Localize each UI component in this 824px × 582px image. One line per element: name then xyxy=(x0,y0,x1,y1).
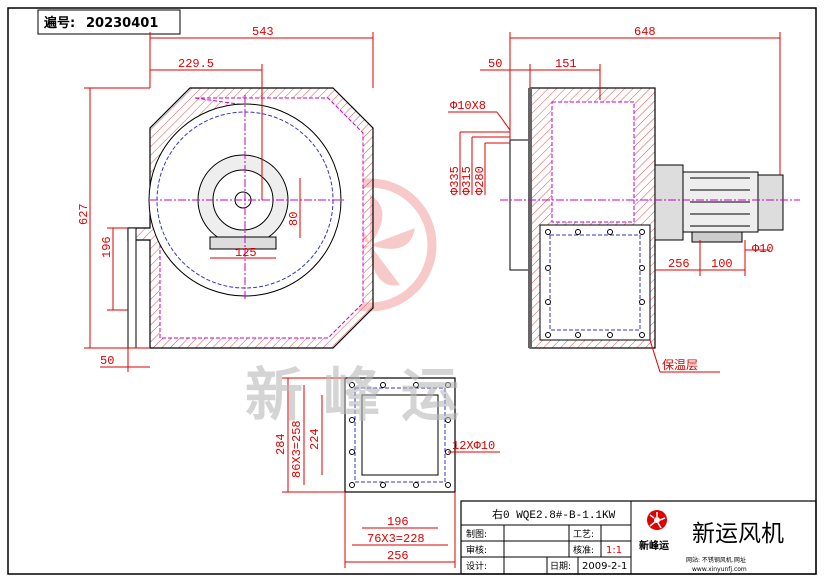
dim-holes: Φ10X8 xyxy=(450,99,486,113)
watermark-text: 新峰运 xyxy=(245,361,479,429)
dim-flange: 50 xyxy=(488,57,502,71)
scale: 1:1 xyxy=(606,545,622,556)
model-number: 右0 WQE2.8#-B-1.1KW xyxy=(492,507,616,522)
dim-256: 256 xyxy=(387,549,409,563)
checked-label: 审核: xyxy=(466,544,487,556)
dim-depth: 151 xyxy=(555,57,577,71)
process-label: 工艺: xyxy=(573,529,594,540)
front-view: 648 50 151 Φ10X8 Φ335 Φ315 Φ280 256 100 … xyxy=(448,25,800,373)
dim-flange: 50 xyxy=(100,354,114,368)
dim-outlet: 196 xyxy=(100,236,114,258)
drawing-border xyxy=(7,7,817,575)
dim-height: 627 xyxy=(77,203,91,225)
dim-d335: Φ335 xyxy=(448,166,462,195)
flange-view: 284 86X3=258 224 196 76X3=228 256 12XΦ10 xyxy=(274,377,500,568)
design-label: 设计: xyxy=(466,560,487,572)
date-label: 日期: xyxy=(550,561,571,572)
drawing-number-label: 遍号: xyxy=(43,15,75,31)
company-name: 新运风机 xyxy=(692,521,784,547)
approve-label: 核准: xyxy=(573,544,594,556)
dim-d280: Φ280 xyxy=(473,166,487,195)
company-logo xyxy=(647,510,667,530)
dim-overall-width: 543 xyxy=(252,25,274,39)
logo-text: 新峰运 xyxy=(639,539,669,552)
dim-d315: Φ315 xyxy=(460,166,474,195)
dim-overall-width: 648 xyxy=(634,25,656,39)
drawn-label: 制图: xyxy=(466,528,487,540)
dim-196: 196 xyxy=(387,515,409,529)
dim-offset: 229.5 xyxy=(178,57,214,71)
dim-258: 86X3=258 xyxy=(290,420,304,478)
dim-holes: 12XΦ10 xyxy=(452,439,495,453)
date: 2009-2-1 xyxy=(582,561,627,572)
motor-flange xyxy=(654,164,684,241)
dim-100: 100 xyxy=(711,257,733,271)
dim-228: 76X3=228 xyxy=(367,532,425,546)
title-block xyxy=(460,500,817,575)
dim-motor-h: 80 xyxy=(287,212,301,226)
insulation-label: 保温层 xyxy=(662,358,698,373)
dim-256: 256 xyxy=(668,257,690,271)
drawing-number: 20230401 xyxy=(86,16,158,31)
side-view: 543 229.5 627 196 50 80 125 xyxy=(77,25,374,372)
website-url: www.xinyunfj.com xyxy=(692,566,747,573)
drawing-number-box xyxy=(37,9,181,35)
dim-224: 224 xyxy=(308,428,322,450)
website-line: 网站: 不锈钢风机.网址 xyxy=(686,556,746,564)
dim-motor-w: 125 xyxy=(235,246,257,260)
dim-284: 284 xyxy=(274,433,288,455)
dim-bolt: Φ10 xyxy=(752,242,774,256)
